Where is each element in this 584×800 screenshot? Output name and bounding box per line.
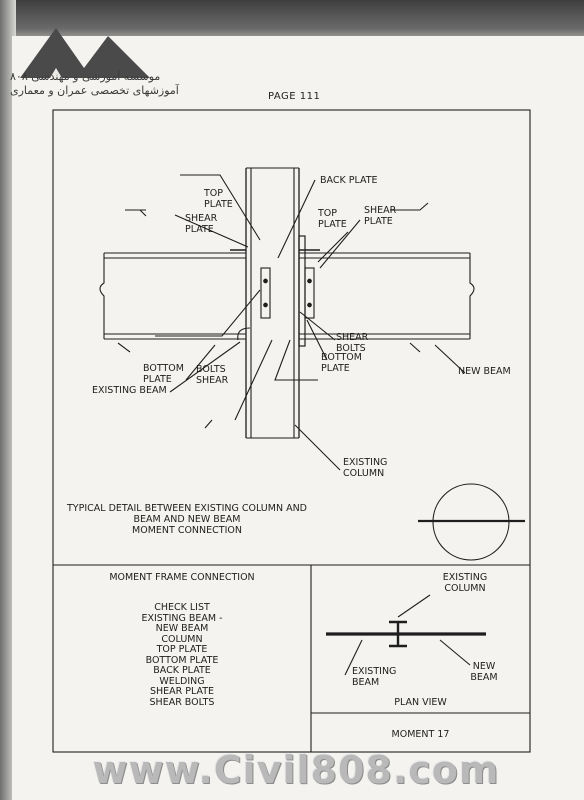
label-shear-plate-left: SHEAR PLATE bbox=[185, 213, 218, 235]
leader-shear-plate-right bbox=[319, 219, 361, 269]
detail-caption: TYPICAL DETAIL BETWEEN EXISTING COLUMN A… bbox=[67, 503, 307, 536]
label-bolts-shear: BOLTS SHEAR bbox=[196, 364, 229, 386]
info-title: MOMENT FRAME CONNECTION bbox=[109, 572, 255, 583]
label-existing-column: EXISTING COLUMN bbox=[343, 457, 388, 479]
leader-bottom-plate-right bbox=[306, 319, 328, 361]
label-bottom-plate-right: BOTTOM PLATE bbox=[321, 352, 362, 374]
check-list: CHECK LIST EXISTING BEAM - NEW BEAM COLU… bbox=[141, 602, 223, 708]
sheet-border bbox=[52, 109, 531, 753]
mountain-logo-icon bbox=[20, 28, 150, 78]
sheet-id: MOMENT 17 bbox=[391, 729, 450, 740]
page-number: PAGE 111 bbox=[268, 91, 321, 102]
logo-line-2: آموزشهای تخصصی عمران و معماری bbox=[10, 84, 179, 97]
leader-back-plate bbox=[277, 179, 316, 259]
label-top-plate-right: TOP PLATE bbox=[318, 208, 347, 230]
plan-label-existing-column: EXISTING COLUMN bbox=[442, 572, 488, 594]
leader-shear-bolts bbox=[299, 311, 336, 341]
label-shear-plate-right: SHEAR PLATE bbox=[364, 205, 397, 227]
logo-line-1: موسسه آموزشی و مهندسی ۸۰۸ bbox=[10, 70, 161, 83]
plan-label-existing-beam: EXISTING BEAM bbox=[352, 666, 397, 688]
plan-view-title: PLAN VIEW bbox=[394, 697, 447, 708]
label-new-beam: NEW BEAM bbox=[458, 366, 511, 377]
leader-existing-column bbox=[294, 424, 341, 471]
bottom-plate-left-curve bbox=[237, 327, 251, 341]
leader-shear-plate-low bbox=[155, 289, 261, 337]
leader-bottom-plate-left bbox=[185, 344, 216, 381]
shear-plate-right bbox=[304, 267, 315, 319]
label-shear-bolts: SHEAR BOLTS bbox=[336, 332, 369, 354]
shear-plate-left bbox=[260, 267, 271, 319]
label-back-plate: BACK PLATE bbox=[320, 175, 378, 186]
leader-new-beam bbox=[434, 344, 466, 374]
new-beam-break bbox=[469, 253, 475, 339]
page-paper bbox=[12, 36, 584, 800]
existing-beam-outline bbox=[104, 252, 246, 340]
leader-existing-beam bbox=[169, 341, 241, 393]
watermark: www.Civil808.com bbox=[92, 748, 500, 792]
label-existing-beam: EXISTING BEAM bbox=[92, 385, 167, 396]
leader-top-plate-right bbox=[317, 231, 349, 263]
label-bottom-plate-left: BOTTOM PLATE bbox=[143, 363, 184, 385]
plan-label-new-beam: NEW BEAM bbox=[470, 661, 498, 683]
leader-shear-plate-left bbox=[174, 214, 249, 248]
label-top-plate-left: TOP PLATE bbox=[204, 188, 233, 210]
existing-beam-break bbox=[99, 253, 105, 339]
leader-bolts-shear bbox=[274, 339, 318, 381]
new-beam-outline bbox=[299, 252, 470, 340]
leader-top-plate-left bbox=[180, 174, 261, 241]
